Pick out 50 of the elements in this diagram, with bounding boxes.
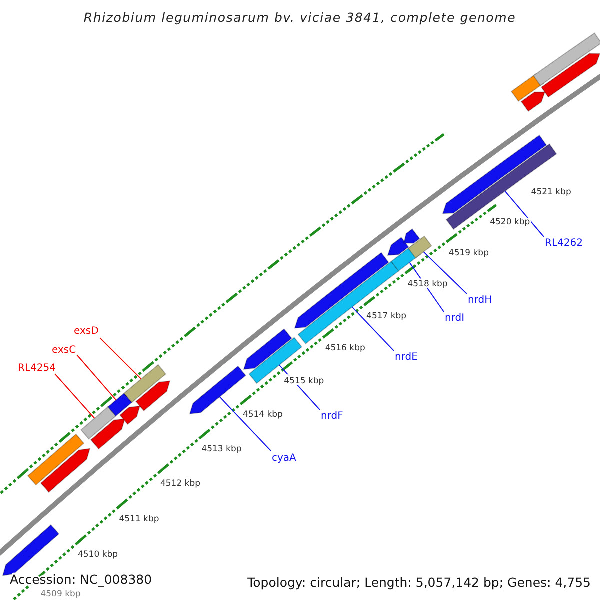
gene-feature [120,406,141,426]
gene-feature [27,434,85,486]
gene-feature [446,144,558,230]
position-label: 4514 kbp [242,410,283,420]
gene-label: nrdH [468,295,492,306]
leader-line [76,354,117,401]
leader-line [352,306,394,352]
gene-feature [387,236,410,256]
leader-line [219,396,272,452]
gene-feature [124,364,167,404]
gene-feature [532,32,600,86]
gene-label: nrdF [321,411,344,422]
gene-feature [294,252,390,329]
position-label: 4513 kbp [202,444,242,454]
position-label: 4520 kbp [490,218,530,228]
position-label: 4517 kbp [366,311,407,322]
leader-line [100,338,142,380]
gene-label: nrdE [395,352,418,363]
gene-label: exsC [52,345,76,356]
position-label: 4509 kbp [40,590,81,600]
leader-line [54,374,96,420]
position-label: 4519 kbp [448,248,489,258]
gene-feature [80,406,117,440]
gene-feature [248,337,303,384]
title: Rhizobium leguminosarum bv. viciae 3841, complete genome [84,10,516,25]
gene-feature [107,392,133,417]
gene-feature [2,524,60,576]
position-label: 4516 kbp [325,344,366,354]
gene-label: RL4262 [545,238,583,249]
gene-label: cyaA [272,453,296,464]
gene-feature [40,448,91,494]
leader-line [504,190,544,238]
leader-line [423,252,468,294]
gene-feature [403,228,420,244]
position-label: 4512 kbp [160,479,201,489]
gene-label: RL4254 [18,363,56,374]
gene-feature [90,418,126,450]
gene-feature [243,328,292,370]
gene-feature [136,380,171,412]
position-label: 4511 kbp [119,514,160,524]
gene-label: nrdI [445,313,465,324]
genome-info-text: Topology: circular; Length: 5,057,142 bp; Genes: 4,755 [248,575,591,590]
gene-feature [408,236,432,259]
position-label: 4510 kbp [78,550,118,560]
leader-line [409,262,444,312]
gene-label: exsD [74,326,99,337]
leader-line [278,364,320,410]
position-label: 4521 kbp [531,188,572,198]
gene-feature [540,53,600,98]
gene-feature [520,92,546,112]
